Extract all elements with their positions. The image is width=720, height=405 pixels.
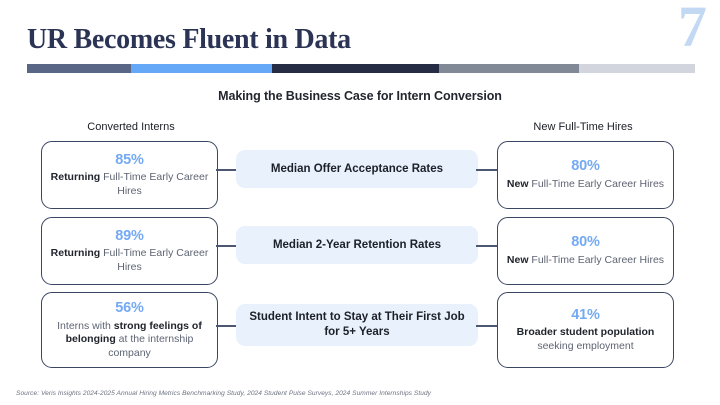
connector-line-left (216, 245, 238, 247)
metric-percent: 85% (115, 151, 144, 168)
metric-description: Broader student population seeking emplo… (506, 326, 665, 353)
metric-description-emphasis: strong feelings of belonging (65, 319, 202, 346)
metric-description-rest: Full-Time Early Career Hires (100, 247, 209, 273)
metric-description-rest: Full-Time Early Career Hires (528, 254, 665, 267)
metric-card-right: 80% New Full-Time Early Career Hires (497, 141, 674, 209)
metric-row: 56% Interns with strong feelings of belo… (0, 292, 720, 368)
metric-description: Interns with strong feelings of belongin… (50, 320, 209, 360)
metric-percent: 89% (115, 227, 144, 244)
source-citation: Source: Veris Insights 2024-2025 Annual … (16, 390, 432, 397)
connector-line-right (476, 325, 499, 327)
metric-description-emphasis: Returning (50, 247, 101, 260)
metric-description: Returning Full-Time Early Career Hires (50, 171, 209, 198)
column-header-right: New Full-Time Hires (533, 121, 633, 133)
metric-description-rest: Full-Time Early Career Hires (100, 171, 209, 197)
metric-description-pre: Interns with (57, 319, 114, 332)
metric-description-rest: seeking employment (537, 339, 634, 352)
page-title: UR Becomes Fluent in Data (27, 24, 351, 55)
rule-segment-1 (27, 64, 131, 73)
metric-description-emphasis: Returning (50, 171, 101, 184)
metric-description-emphasis: New (506, 254, 529, 267)
metric-label-box: Median 2-Year Retention Rates (236, 226, 478, 264)
metric-percent: 56% (115, 300, 144, 316)
column-header-left: Converted Interns (87, 121, 175, 133)
metric-description: New Full-Time Early Career Hires (507, 254, 664, 267)
rule-segment-2 (131, 64, 272, 73)
rule-segment-3 (272, 64, 439, 73)
connector-line-right (476, 245, 499, 247)
metric-row: 85% Returning Full-Time Early Career Hir… (0, 141, 720, 209)
page-subtitle: Making the Business Case for Intern Conv… (218, 89, 502, 103)
metric-label-box: Student Intent to Stay at Their First Jo… (236, 304, 478, 346)
rule-segment-4 (439, 64, 579, 73)
rule-segment-5 (579, 64, 695, 73)
connector-line-left (216, 325, 238, 327)
metric-card-left: 56% Interns with strong feelings of belo… (41, 292, 218, 368)
page-number: 7 (678, 0, 707, 59)
metric-percent: 80% (571, 158, 600, 175)
metric-label-box: Median Offer Acceptance Rates (236, 150, 478, 188)
connector-line-left (216, 169, 238, 171)
metric-description: New Full-Time Early Career Hires (507, 178, 664, 191)
metric-card-left: 89% Returning Full-Time Early Career Hir… (41, 217, 218, 285)
metric-percent: 80% (571, 234, 600, 251)
connector-line-right (476, 169, 499, 171)
metric-description: Returning Full-Time Early Career Hires (50, 247, 209, 274)
metric-description-rest: at the internship company (108, 333, 194, 359)
metric-description-emphasis: Broader student population (516, 326, 655, 339)
metric-card-left: 85% Returning Full-Time Early Career Hir… (41, 141, 218, 209)
metric-percent: 41% (571, 306, 600, 323)
metric-row: 89% Returning Full-Time Early Career Hir… (0, 217, 720, 285)
metric-description-rest: Full-Time Early Career Hires (528, 178, 665, 191)
metric-card-right: 80% New Full-Time Early Career Hires (497, 217, 674, 285)
metric-card-right: 41% Broader student population seeking e… (497, 292, 674, 368)
accent-rule-bar (27, 64, 695, 73)
metric-description-emphasis: New (506, 178, 529, 191)
